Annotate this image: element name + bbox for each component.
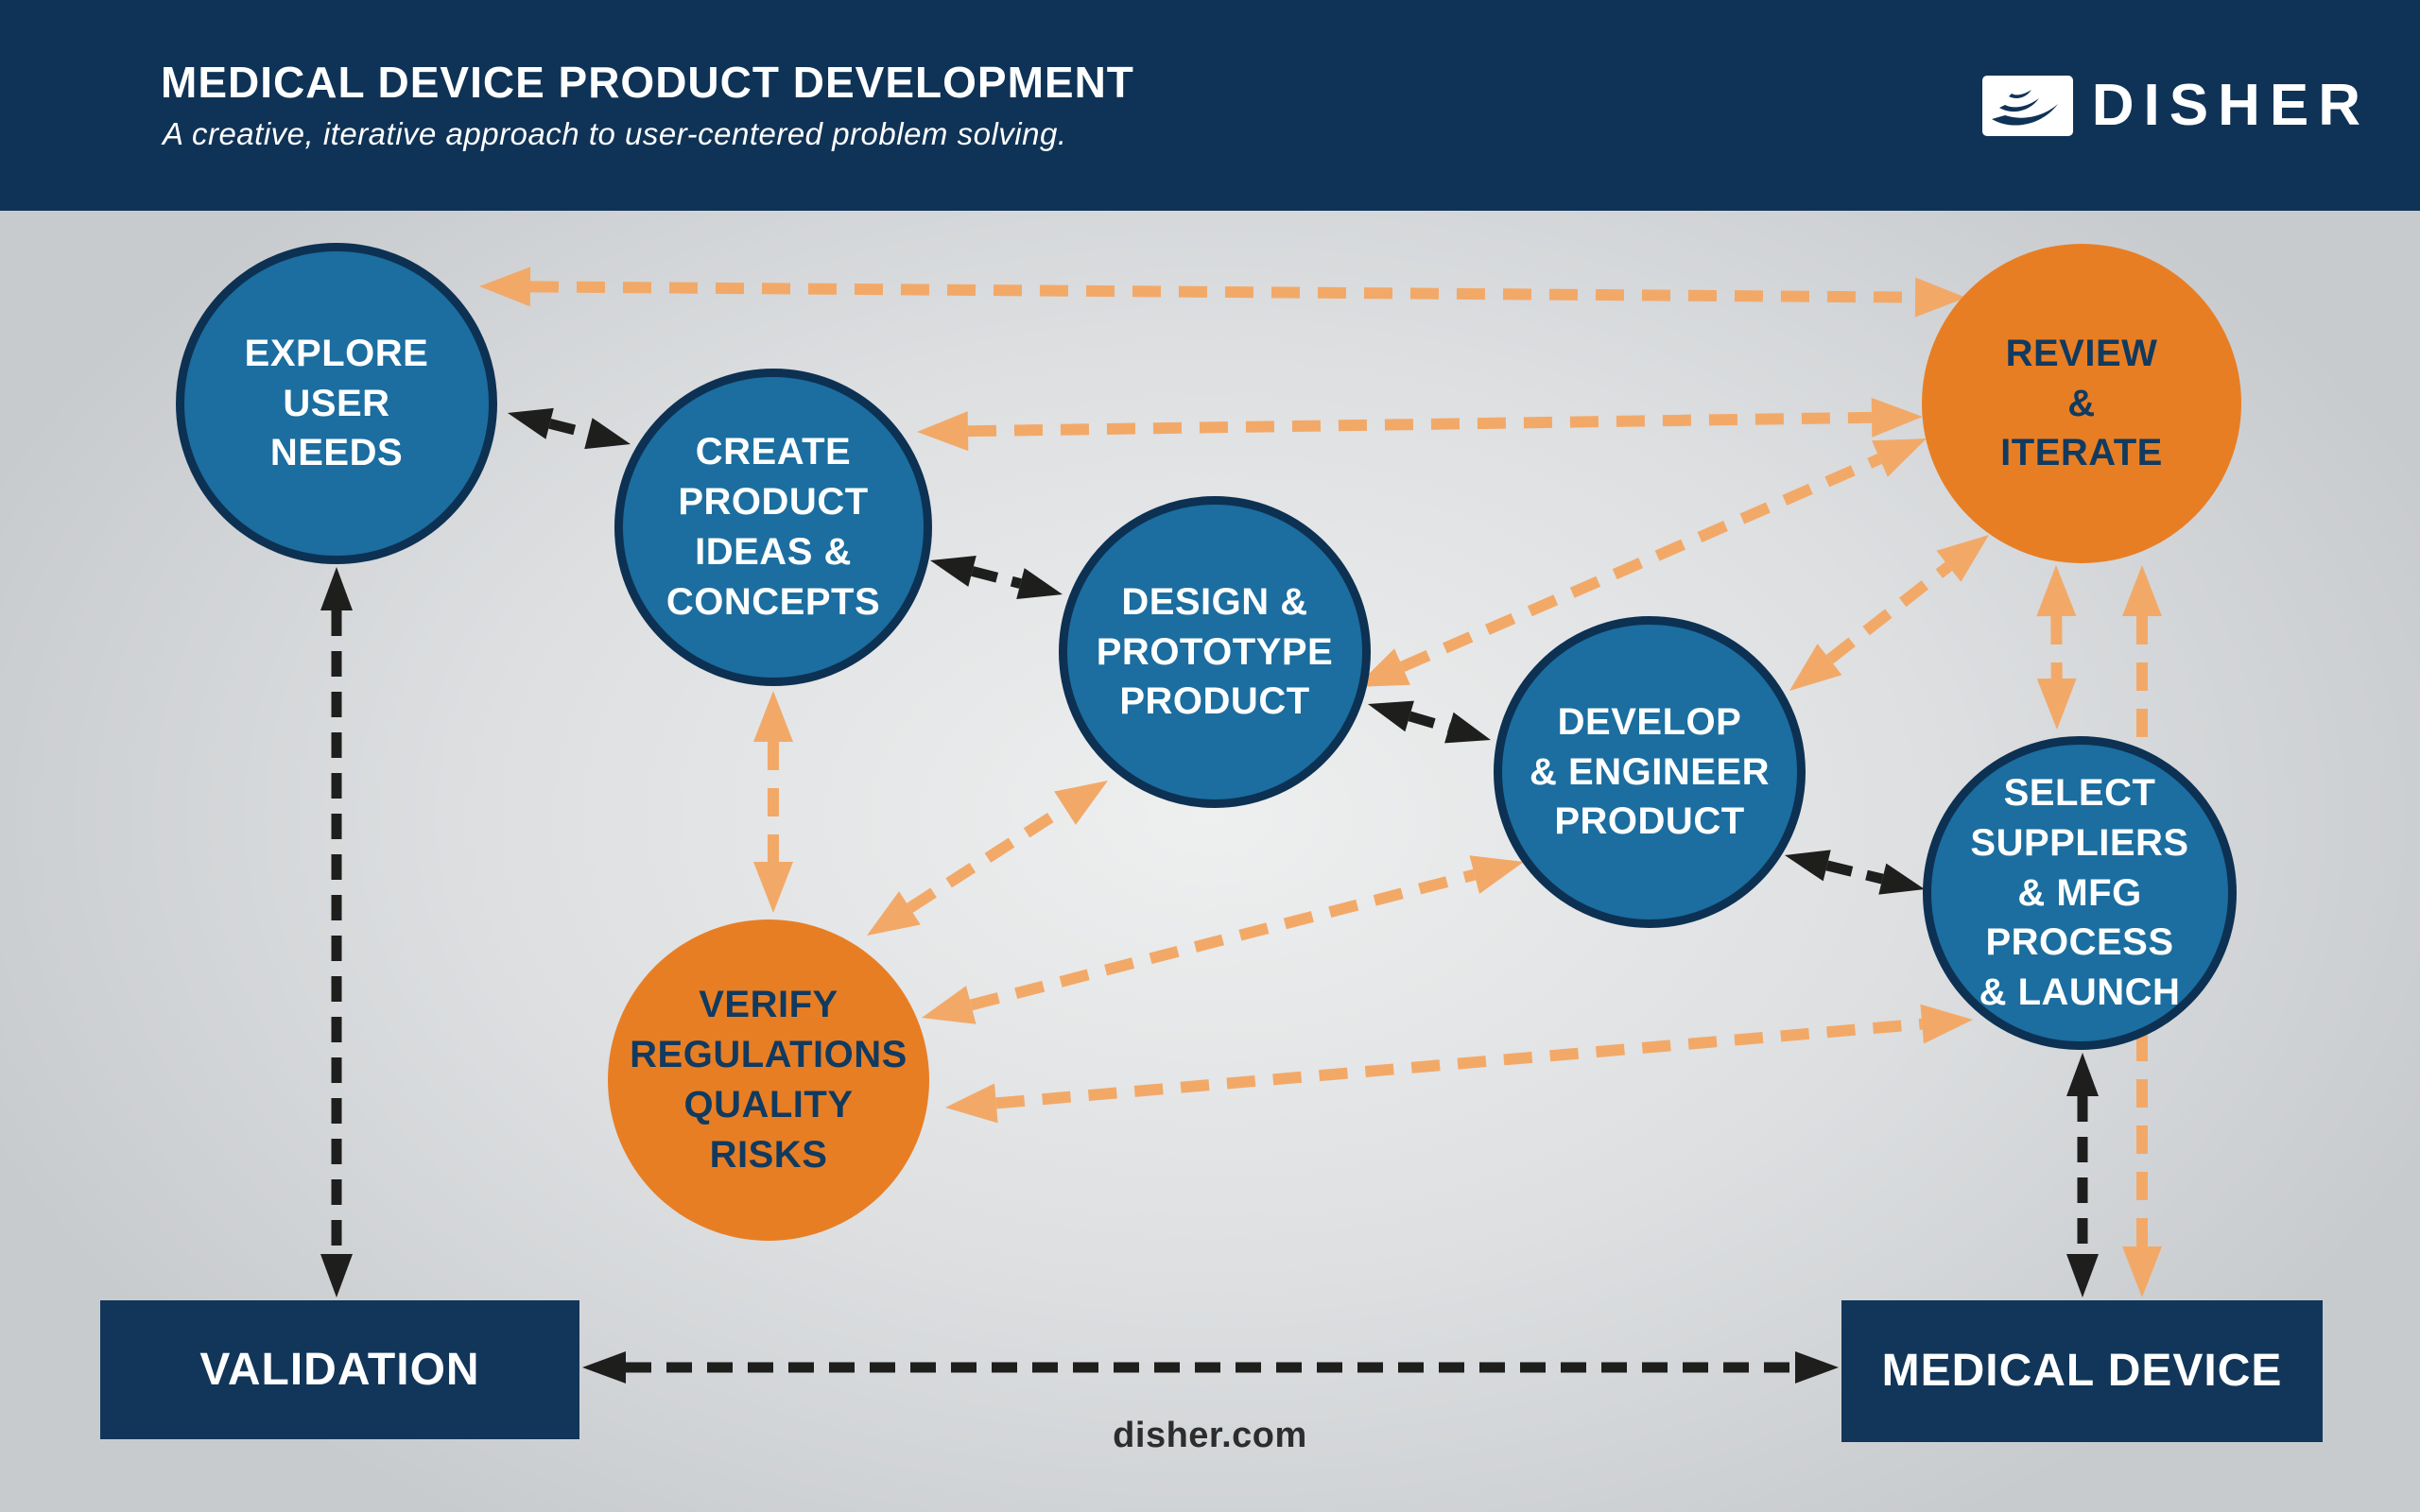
arrowhead-explore-validation-end: [320, 1254, 353, 1297]
arrowhead-create-review-end: [1871, 397, 1923, 438]
arrowhead-select-medical-device-end: [2066, 1254, 2099, 1297]
arrowhead-develop-select-end: [1878, 863, 1925, 895]
arrowhead-develop-review-end: [1936, 535, 1989, 582]
arrowhead-validation-medical-device-end: [1795, 1351, 1839, 1383]
edge-design-review: [1400, 454, 1882, 672]
node-label-line: SUPPLIERS: [1970, 821, 2189, 864]
node-verify-regulations-quality-risks: VERIFY REGULATIONS QUALITY RISKS: [608, 919, 929, 1241]
node-label-line: & ENGINEER: [1530, 750, 1770, 793]
arrowhead-create-review-start: [917, 411, 969, 452]
arrowhead-review-medical-device-end: [2122, 1246, 2162, 1297]
arrowhead-review-select-start: [2036, 565, 2077, 617]
node-develop-engineer-product: DEVELOP & ENGINEER PRODUCT: [1494, 616, 1806, 928]
edge-explore-review: [529, 281, 1916, 303]
node-label-line: CREATE: [695, 431, 852, 473]
arrowhead-explore-review-start: [479, 266, 531, 307]
arrowhead-explore-validation-start: [320, 567, 353, 610]
node-label-line: MEDICAL DEVICE: [1881, 1346, 2283, 1397]
node-label-line: CONCEPTS: [666, 580, 881, 623]
edge-verify-develop: [969, 868, 1477, 1011]
node-label-line: & LAUNCH: [1979, 971, 2181, 1014]
edge-verify-select: [995, 1018, 1923, 1109]
footer-url: disher.com: [1113, 1416, 1307, 1455]
node-create-product-ideas: CREATE PRODUCT IDEAS & CONCEPTS: [614, 369, 932, 686]
arrowhead-verify-design-end: [1054, 781, 1108, 825]
arrowhead-explore-create-start: [508, 407, 554, 439]
node-label-line: QUALITY: [683, 1084, 854, 1125]
node-label-line: DESIGN &: [1121, 580, 1308, 623]
node-label-line: ITERATE: [2000, 432, 2163, 474]
node-select-suppliers-mfg-launch: SELECT SUPPLIERS & MFG PROCESS & LAUNCH: [1923, 736, 2237, 1050]
node-label-line: VERIFY: [699, 984, 838, 1026]
edge-design-develop: [1408, 711, 1451, 733]
header: MEDICAL DEVICE PRODUCT DEVELOPMENT A cre…: [0, 0, 2420, 211]
arrowhead-design-develop-start: [1368, 700, 1414, 732]
arrowhead-create-verify-start: [753, 691, 793, 742]
edge-develop-review: [1825, 561, 1953, 664]
arrowhead-validation-medical-device-start: [582, 1351, 626, 1383]
node-label-line: SELECT: [2003, 772, 2156, 814]
node-label-line: USER: [283, 382, 390, 424]
arrowhead-create-verify-end: [753, 862, 793, 913]
node-medical-device: MEDICAL DEVICE: [1841, 1300, 2323, 1442]
edge-create-review: [967, 411, 1873, 438]
node-label-line: DEVELOP: [1557, 700, 1742, 743]
edge-verify-design: [907, 803, 1068, 913]
arrowhead-develop-review-start: [1789, 644, 1842, 691]
page-subtitle: A creative, iterative approach to user-c…: [163, 115, 1067, 151]
node-label-line: RISKS: [709, 1133, 828, 1176]
arrowhead-design-review-start: [1356, 648, 1410, 687]
arrowhead-explore-create-end: [584, 418, 631, 450]
node-label-line: PRODUCT: [1554, 800, 1745, 843]
node-label-line: IDEAS &: [695, 531, 852, 573]
arrowhead-verify-develop-start: [922, 986, 977, 1024]
arrowhead-verify-select-end: [1920, 1004, 1973, 1044]
arrowhead-develop-select-start: [1785, 850, 1831, 882]
page-title: MEDICAL DEVICE PRODUCT DEVELOPMENT: [161, 58, 1134, 108]
arrowhead-verify-develop-end: [1469, 855, 1524, 894]
edge-explore-create: [548, 418, 590, 439]
node-label-line: EXPLORE: [244, 332, 429, 374]
arrowhead-verify-select-start: [945, 1083, 998, 1124]
edge-develop-select: [1825, 860, 1884, 885]
node-label-line: PRODUCT: [1119, 680, 1310, 723]
header-titles: MEDICAL DEVICE PRODUCT DEVELOPMENT A cre…: [161, 59, 1134, 152]
arrowhead-verify-design-start: [867, 891, 921, 936]
node-explore-user-needs: EXPLORE USER NEEDS: [176, 243, 497, 564]
arrowhead-create-design-end: [1016, 568, 1063, 600]
node-label-line: PROCESS: [1985, 921, 2174, 964]
node-validation: VALIDATION: [100, 1300, 579, 1439]
disher-logo: DISHER: [1981, 72, 2370, 138]
node-label-line: PROTOTYPE: [1096, 630, 1334, 673]
arrowhead-review-medical-device-start: [2122, 565, 2162, 616]
node-label-line: VALIDATION: [199, 1344, 480, 1395]
disher-swirl-icon: [1981, 75, 2073, 136]
node-label-line: & MFG: [2017, 871, 2142, 914]
node-label-line: REGULATIONS: [630, 1034, 908, 1076]
brand-wordmark: DISHER: [2091, 72, 2370, 138]
arrowhead-explore-review-end: [1914, 277, 1966, 318]
node-label-line: PRODUCT: [678, 481, 869, 524]
arrowhead-design-develop-end: [1444, 712, 1491, 744]
node-label-line: NEEDS: [269, 432, 404, 474]
node-review-iterate: REVIEW & ITERATE: [1922, 244, 2241, 563]
arrowhead-select-medical-device-start: [2066, 1053, 2099, 1096]
node-label-line: &: [2067, 382, 2096, 424]
arrowhead-design-review-end: [1872, 438, 1927, 477]
arrowhead-create-design-start: [930, 555, 977, 587]
node-label-line: REVIEW: [2005, 332, 2158, 374]
edge-create-design: [971, 566, 1022, 589]
arrowhead-review-select-end: [2036, 678, 2077, 730]
node-design-prototype-product: DESIGN & PROTOTYPE PRODUCT: [1059, 496, 1371, 808]
